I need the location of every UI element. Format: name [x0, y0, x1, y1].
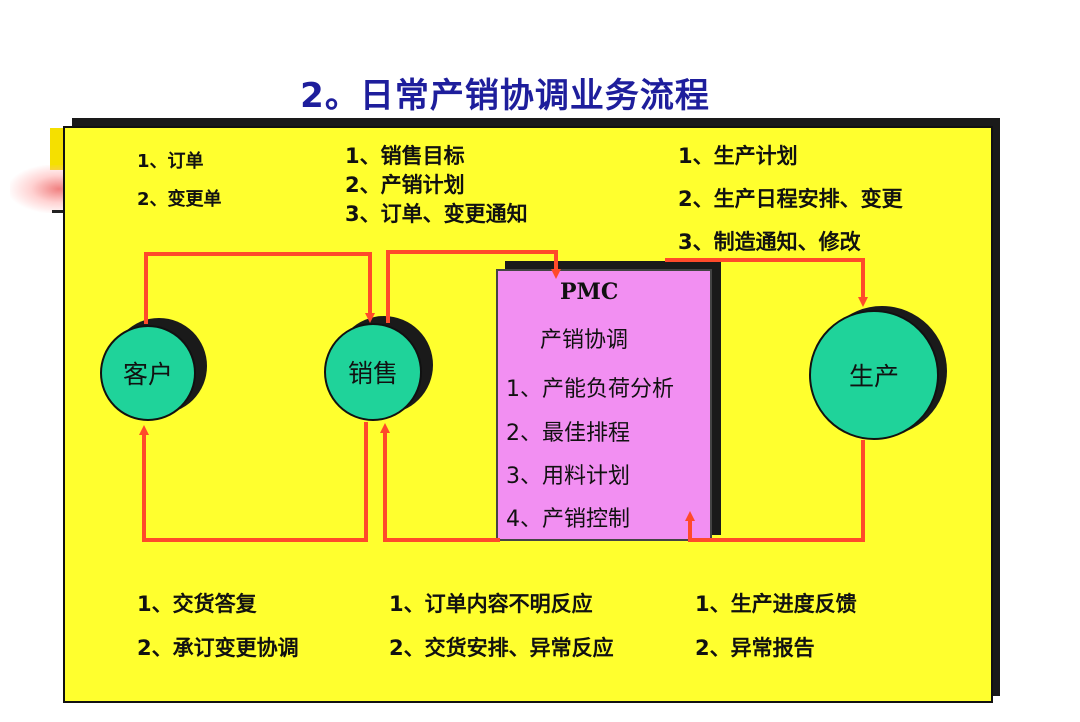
- bottom-middle-label-1: 1、订单内容不明反应: [389, 592, 593, 616]
- sales-node: 销售: [324, 323, 422, 421]
- top-middle-label-3: 3、订单、变更通知: [345, 202, 528, 226]
- pmc-box: [496, 269, 712, 541]
- top-right-label-1: 1、生产计划: [678, 144, 798, 168]
- pmc-item-4: 4、产销控制: [506, 507, 630, 532]
- pmc-item-3: 3、用料计划: [506, 464, 630, 489]
- bottom-middle-label-2: 2、交货安排、异常反应: [389, 636, 614, 660]
- arrow-customer-to-sales: [144, 252, 375, 324]
- customer-node: 客户: [100, 325, 196, 421]
- production-node: 生产: [809, 310, 939, 440]
- bottom-left-label-2: 2、承订变更协调: [137, 636, 299, 660]
- arrow-sales-to-customer: [139, 422, 368, 542]
- bottom-right-label-2: 2、异常报告: [695, 636, 815, 660]
- arrow-pmc-to-production: [665, 258, 868, 307]
- top-right-label-2: 2、生产日程安排、变更: [678, 187, 903, 211]
- bottom-right-label-1: 1、生产进度反馈: [695, 592, 857, 616]
- top-middle-label-2: 2、产销计划: [345, 173, 465, 197]
- top-left-label-2: 2、变更单: [137, 189, 222, 210]
- decor-line: [52, 210, 66, 213]
- arrow-pmc-to-sales: [380, 423, 500, 542]
- top-left-label-1: 1、订单: [137, 151, 204, 172]
- arrow-sales-to-pmc: [386, 250, 561, 323]
- pmc-item-2: 2、最佳排程: [506, 421, 630, 446]
- top-middle-label-1: 1、销售目标: [345, 144, 465, 168]
- pmc-heading: PMC: [560, 279, 619, 305]
- page-title: 2。日常产销协调业务流程: [300, 76, 710, 116]
- pmc-item-1: 1、产能负荷分析: [506, 377, 674, 402]
- pmc-subheading: 产销协调: [540, 328, 629, 353]
- top-right-label-3: 3、制造通知、修改: [678, 230, 861, 254]
- arrow-production-to-pmc: [685, 440, 865, 542]
- bottom-left-label-1: 1、交货答复: [137, 592, 257, 616]
